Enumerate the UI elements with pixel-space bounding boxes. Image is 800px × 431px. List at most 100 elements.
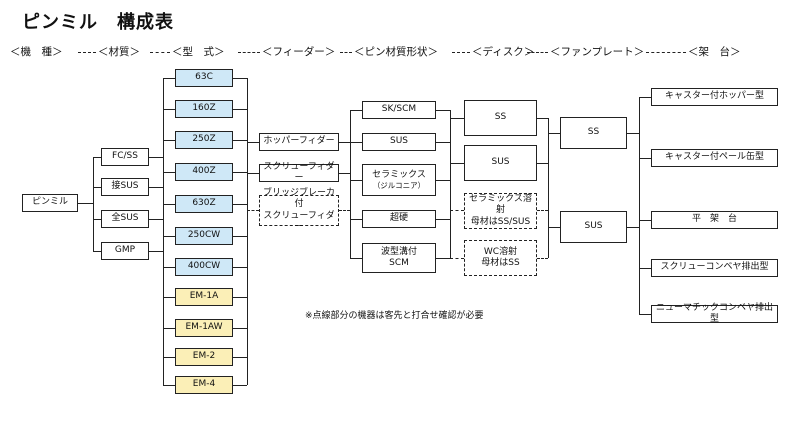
pin-sublabel: （ジルコニア） [372,180,426,190]
page-title: ピンミル 構成表 [22,12,174,33]
disc-box-optional: WC溶射 母材はSS [464,240,537,276]
connector-line [93,157,95,251]
pin-box: セラミックス （ジルコニア） [362,164,436,196]
pin-box: SK/SCM [362,101,436,119]
connector-line [163,109,175,111]
connector-line [163,78,175,80]
disc-label: 母材はSS [481,258,520,268]
feeder-label: スクリューフィダー [263,210,335,232]
dashed-connector [339,210,350,211]
model-box: 63C [175,69,233,87]
connector-line [233,109,247,111]
model-box: EM-1AW [175,319,233,337]
feeder-box: ホッパーフィダー [259,133,339,151]
header-material: ＜材質＞ [98,46,140,58]
connector-line [548,133,560,135]
header-connector [527,52,548,53]
feeder-box-optional: ブリッジブレーカ付 スクリューフィダー [259,188,339,232]
connector-line [247,142,259,144]
model-box: EM-1A [175,288,233,306]
header-connector [452,52,470,53]
connector-line [339,173,350,175]
dashed-connector [247,210,259,211]
fanplate-box: SUS [560,211,627,243]
model-box: 400CW [175,258,233,276]
connector-line [247,78,249,385]
model-box: EM-4 [175,376,233,394]
connector-line [93,187,101,189]
connector-line [233,357,247,359]
disc-box: SUS [464,145,537,181]
model-box: 400Z [175,163,233,181]
dashed-connector [537,258,548,259]
header-machine: ＜機 種＞ [10,46,63,58]
connector-line [163,385,175,387]
disc-box: SS [464,100,537,136]
connector-line [639,97,651,99]
connector-line [350,110,362,112]
feeder-label: ブリッジブレーカ付 [262,188,335,210]
connector-line [149,187,163,189]
model-box: 250CW [175,227,233,245]
stand-box: キャスター付ホッパー型 [651,88,778,106]
connector-line [233,140,247,142]
connector-line [78,203,93,205]
connector-line [233,236,247,238]
header-connector [150,52,170,53]
header-fanplate: ＜ファンプレート＞ [550,46,645,58]
connector-line [149,251,163,253]
connector-line [639,97,641,314]
connector-line [350,258,362,260]
connector-line [639,268,651,270]
material-box: GMP [101,242,149,260]
connector-line [93,251,101,253]
header-disc: ＜ディスク＞ [472,46,535,58]
stand-box: 平 架 台 [651,211,778,229]
connector-line [350,110,352,258]
connector-line [163,140,175,142]
connector-line [537,118,548,120]
connector-line [627,227,639,229]
connector-line [233,78,247,80]
connector-line [163,357,175,359]
connector-line [163,236,175,238]
model-box: EM-2 [175,348,233,366]
connector-line [93,219,101,221]
material-box: FC/SS [101,148,149,166]
dashed-connector [450,258,464,259]
connector-line [436,110,450,112]
connector-line [163,267,175,269]
pin-label: 波型溝付 [380,246,417,257]
header-stand: ＜架 台＞ [688,46,741,58]
dashed-connector [450,210,464,211]
header-feeder: ＜フィーダー＞ [262,46,336,58]
connector-line [93,157,101,159]
header-connector [340,52,352,53]
connector-line [233,267,247,269]
connector-line [163,297,175,299]
footnote: ※点線部分の機器は客先と打合せ確認が必要 [305,311,484,321]
connector-line [233,385,247,387]
fanplate-box: SS [560,117,627,149]
connector-line [436,219,450,221]
connector-line [163,172,175,174]
dashed-connector [537,210,548,211]
connector-line [163,204,175,206]
pin-label: SCM [389,258,409,268]
material-box: 接SUS [101,178,149,196]
connector-line [450,118,464,120]
header-connector [78,52,96,53]
connector-line [639,220,651,222]
connector-line [436,180,450,182]
pin-box: 超硬 [362,210,436,228]
material-box: 全SUS [101,210,149,228]
connector-line [436,142,450,144]
connector-line [548,118,550,258]
connector-line [548,227,560,229]
disc-label: 母材はSS/SUS [470,216,531,227]
connector-line [450,163,464,165]
connector-line [627,133,639,135]
header-model: ＜型 式＞ [172,46,225,58]
connector-line [639,158,651,160]
disc-box-optional: セラミックス溶射 母材はSS/SUS [464,193,537,229]
